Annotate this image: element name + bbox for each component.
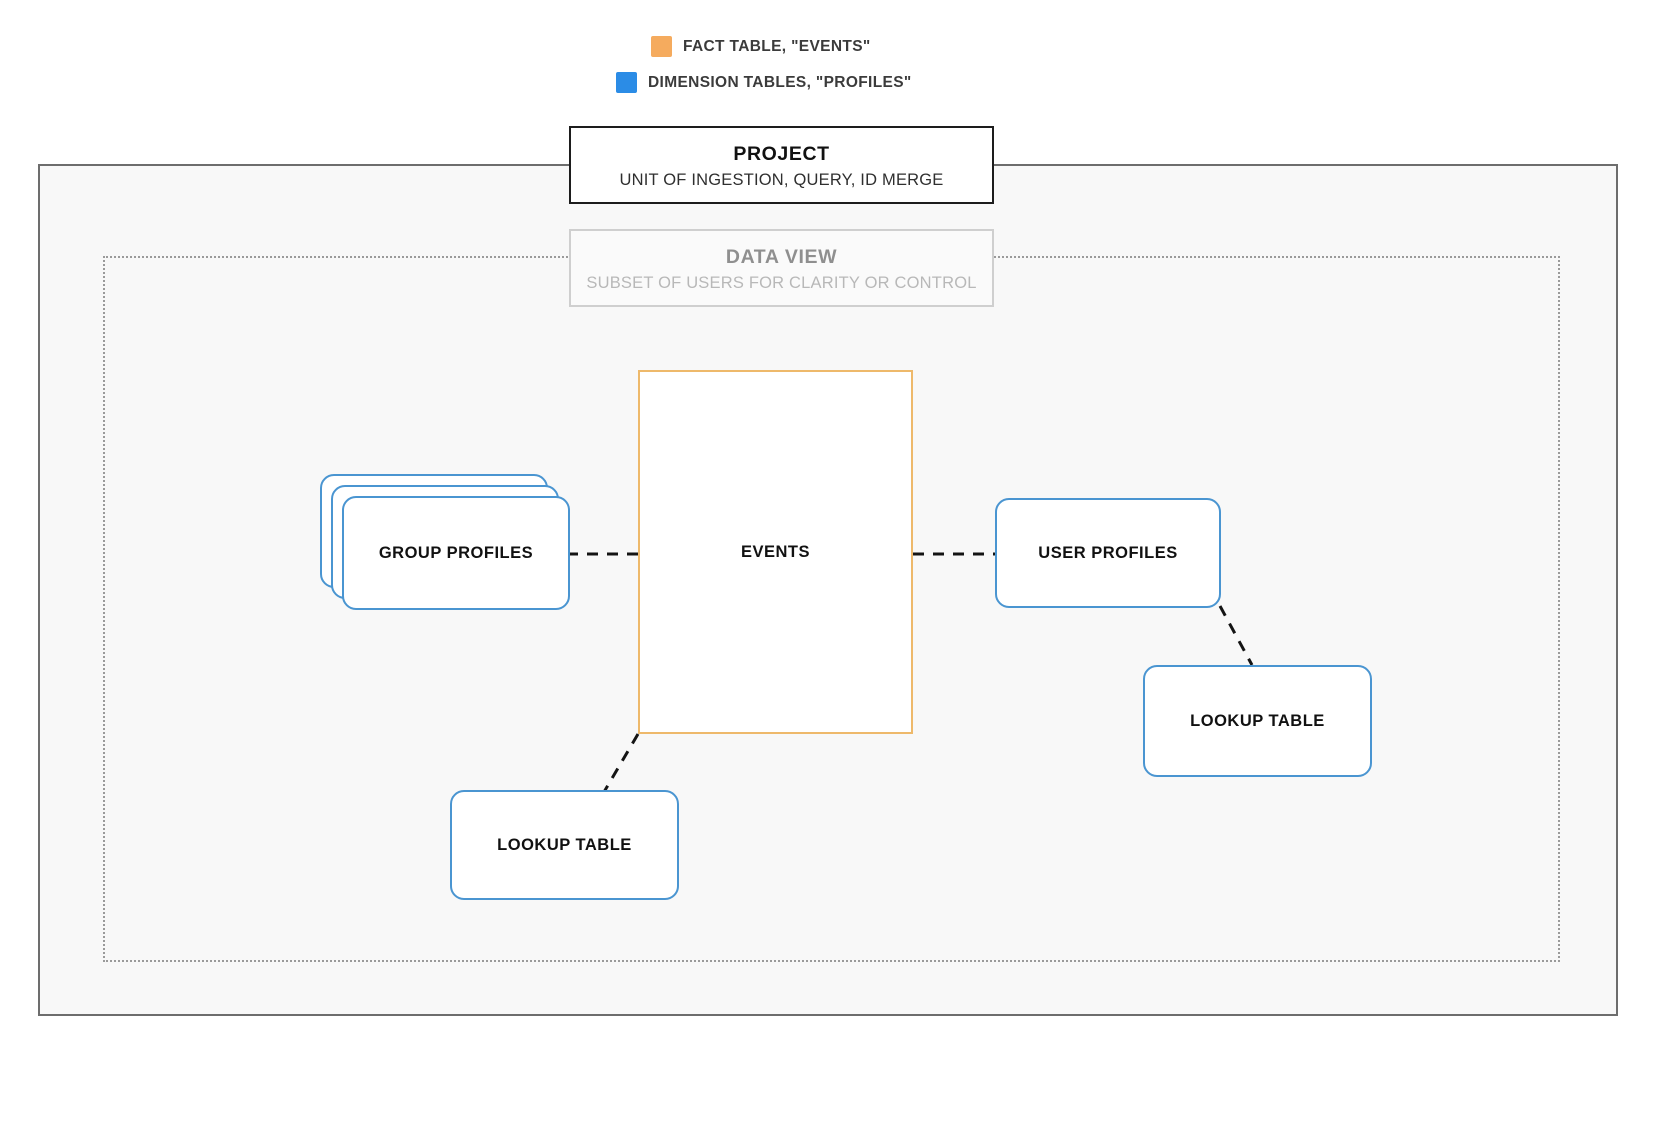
node-group-profiles[interactable]: GROUP PROFILES (320, 474, 570, 610)
legend-item-fact-table: FACT TABLE, "EVENTS" (651, 36, 871, 57)
blue-square-swatch (616, 72, 637, 93)
group-profiles-card-front[interactable]: GROUP PROFILES (342, 496, 570, 610)
node-label-group-profiles: GROUP PROFILES (378, 543, 534, 562)
data-view-card[interactable]: DATA VIEW SUBSET OF USERS FOR CLARITY OR… (569, 229, 994, 307)
node-label-user-profiles: USER PROFILES (1038, 543, 1178, 562)
node-lookup-table-left[interactable]: LOOKUP TABLE (450, 790, 679, 900)
node-lookup-table-right[interactable]: LOOKUP TABLE (1143, 665, 1372, 777)
node-label-events: EVENTS (740, 542, 811, 561)
data-view-title: DATA VIEW (725, 246, 838, 268)
legend-item-dimension-tables: DIMENSION TABLES, "PROFILES" (616, 72, 912, 93)
orange-square-swatch (651, 36, 672, 57)
node-label-lookup-table-right: LOOKUP TABLE (1190, 711, 1325, 730)
node-events[interactable]: EVENTS (638, 370, 913, 734)
project-subtitle: UNIT OF INGESTION, QUERY, ID MERGE (619, 171, 944, 189)
project-title: PROJECT (733, 143, 830, 165)
legend-label-fact-table: FACT TABLE, "EVENTS" (683, 37, 871, 55)
node-label-lookup-table-left: LOOKUP TABLE (497, 835, 632, 854)
node-user-profiles[interactable]: USER PROFILES (995, 498, 1221, 608)
project-card[interactable]: PROJECT UNIT OF INGESTION, QUERY, ID MER… (569, 126, 994, 204)
data-view-subtitle: SUBSET OF USERS FOR CLARITY OR CONTROL (586, 274, 977, 292)
legend-label-dimension-tables: DIMENSION TABLES, "PROFILES" (648, 73, 912, 91)
